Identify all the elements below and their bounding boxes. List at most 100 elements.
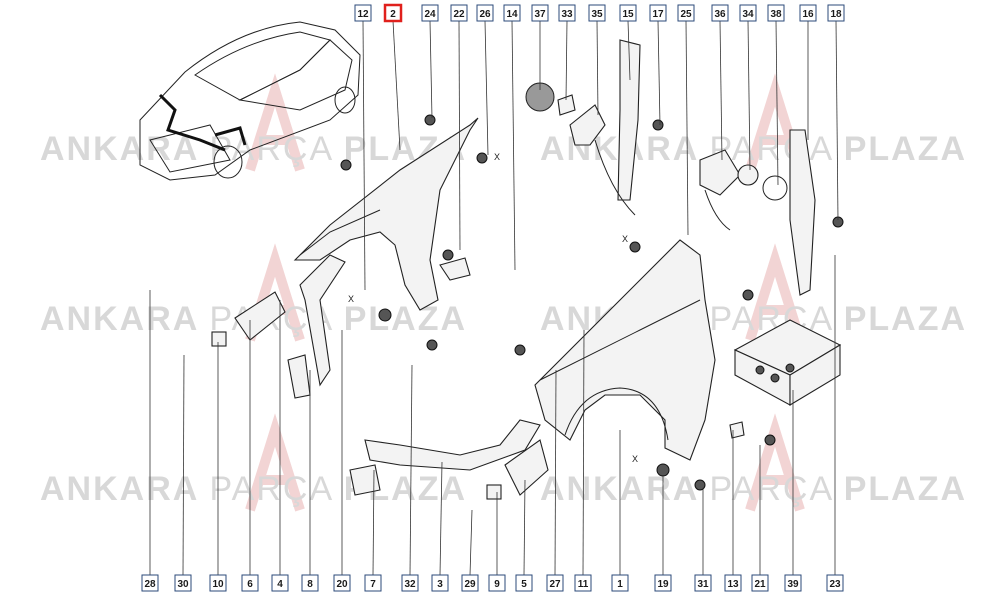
callout-number: 39: [787, 579, 799, 590]
top-callout-37[interactable]: 37: [531, 4, 549, 22]
x-mark: X: [348, 294, 354, 304]
bottom-callout-11[interactable]: 11: [574, 574, 592, 592]
callout-number: 37: [534, 9, 546, 20]
top-callout-row: 12 2 24 22 26 14 37 33 35 15 17 25 36 34 38 16 18: [354, 3, 845, 23]
callout-number: 15: [622, 9, 634, 20]
callout-number: 10: [212, 579, 224, 590]
top-callout-12[interactable]: 12: [354, 4, 372, 22]
bottom-callout-4[interactable]: 4: [271, 574, 289, 592]
callout-number: 8: [307, 579, 313, 590]
bottom-callout-27[interactable]: 27: [546, 574, 564, 592]
leader-line: [554, 369, 557, 576]
callout-box: [354, 4, 372, 22]
callout-box: [588, 4, 606, 22]
bottom-callout-28[interactable]: 28: [141, 574, 159, 592]
callout-number: 26: [479, 9, 491, 20]
bottom-callout-21[interactable]: 21: [751, 574, 769, 592]
bottom-callout-1[interactable]: 1: [611, 574, 629, 592]
callout-number: 14: [506, 9, 518, 20]
top-callout-38[interactable]: 38: [767, 4, 785, 22]
top-callout-17[interactable]: 17: [649, 4, 667, 22]
top-callout-33[interactable]: 33: [558, 4, 576, 22]
leader-line: [372, 469, 375, 576]
callout-number: 3: [437, 579, 443, 590]
callout-box: [301, 574, 319, 592]
callout-number: 24: [424, 9, 436, 20]
callout-box: [767, 4, 785, 22]
callout-number: 30: [177, 579, 189, 590]
bottom-callout-9[interactable]: 9: [488, 574, 506, 592]
bottom-callout-31[interactable]: 31: [694, 574, 712, 592]
top-callout-34[interactable]: 34: [739, 4, 757, 22]
top-callout-18[interactable]: 18: [827, 4, 845, 22]
top-callout-24[interactable]: 24: [421, 4, 439, 22]
callout-box: [431, 574, 449, 592]
watermark-text: ANKARA PARÇA PLAZA: [40, 470, 467, 508]
callout-box: [174, 574, 192, 592]
callout-box: [546, 574, 564, 592]
callout-box: [333, 574, 351, 592]
watermark-logo-icon: [245, 413, 305, 512]
callout-number: 2: [390, 9, 396, 20]
bottom-callout-5[interactable]: 5: [515, 574, 533, 592]
leader-line: [523, 479, 526, 576]
callout-number: 32: [404, 579, 416, 590]
watermark-text: ANKARA PARÇA PLAZA: [540, 130, 967, 168]
bottom-callout-7[interactable]: 7: [364, 574, 382, 592]
watermark-text: ANKARA PARÇA PLAZA: [540, 470, 967, 508]
leader-line: [565, 20, 568, 101]
x-mark: X: [632, 454, 638, 464]
top-callout-15[interactable]: 15: [619, 4, 637, 22]
callout-number: 27: [549, 579, 561, 590]
bottom-callout-8[interactable]: 8: [301, 574, 319, 592]
watermark-logo-icon: [745, 413, 805, 512]
top-callout-14[interactable]: 14: [503, 4, 521, 22]
top-callout-35[interactable]: 35: [588, 4, 606, 22]
bottom-callout-10[interactable]: 10: [209, 574, 227, 592]
bottom-callout-3[interactable]: 3: [431, 574, 449, 592]
top-callout-25[interactable]: 25: [677, 4, 695, 22]
callout-box: [724, 574, 742, 592]
callout-box: [503, 4, 521, 22]
callout-box: [488, 574, 506, 592]
callout-box: [711, 4, 729, 22]
bottom-callout-30[interactable]: 30: [174, 574, 192, 592]
bottom-callout-23[interactable]: 23: [826, 574, 844, 592]
callout-box: [619, 4, 637, 22]
leader-line: [627, 20, 631, 81]
top-callout-26[interactable]: 26: [476, 4, 494, 22]
callout-number: 36: [714, 9, 726, 20]
callout-number: 16: [802, 9, 814, 20]
top-callout-22[interactable]: 22: [450, 4, 468, 22]
callout-box: [694, 574, 712, 592]
callout-box: [515, 574, 533, 592]
callout-number: 20: [336, 579, 348, 590]
callout-box: [364, 574, 382, 592]
bottom-callout-13[interactable]: 13: [724, 574, 742, 592]
callout-number: 31: [697, 579, 709, 590]
bottom-callout-32[interactable]: 32: [401, 574, 419, 592]
top-callout-2[interactable]: 2: [383, 3, 403, 23]
callout-number: 21: [754, 579, 766, 590]
bottom-callout-20[interactable]: 20: [333, 574, 351, 592]
leader-line: [429, 20, 433, 119]
leader-lines: [149, 20, 839, 576]
bottom-callout-29[interactable]: 29: [461, 574, 479, 592]
top-callout-36[interactable]: 36: [711, 4, 729, 22]
lower-bracket-part: [349, 419, 549, 500]
top-callout-16[interactable]: 16: [799, 4, 817, 22]
bottom-callout-39[interactable]: 39: [784, 574, 802, 592]
callout-box: [826, 574, 844, 592]
callout-number: 23: [829, 579, 841, 590]
leader-line: [182, 354, 185, 576]
leader-line: [582, 329, 585, 576]
callout-number: 9: [494, 579, 500, 590]
callout-number: 5: [521, 579, 527, 590]
bottom-callout-19[interactable]: 19: [654, 574, 672, 592]
leader-line: [657, 20, 661, 126]
callout-number: 19: [657, 579, 669, 590]
callout-box: [209, 574, 227, 592]
callout-box: [574, 574, 592, 592]
bottom-callout-6[interactable]: 6: [241, 574, 259, 592]
